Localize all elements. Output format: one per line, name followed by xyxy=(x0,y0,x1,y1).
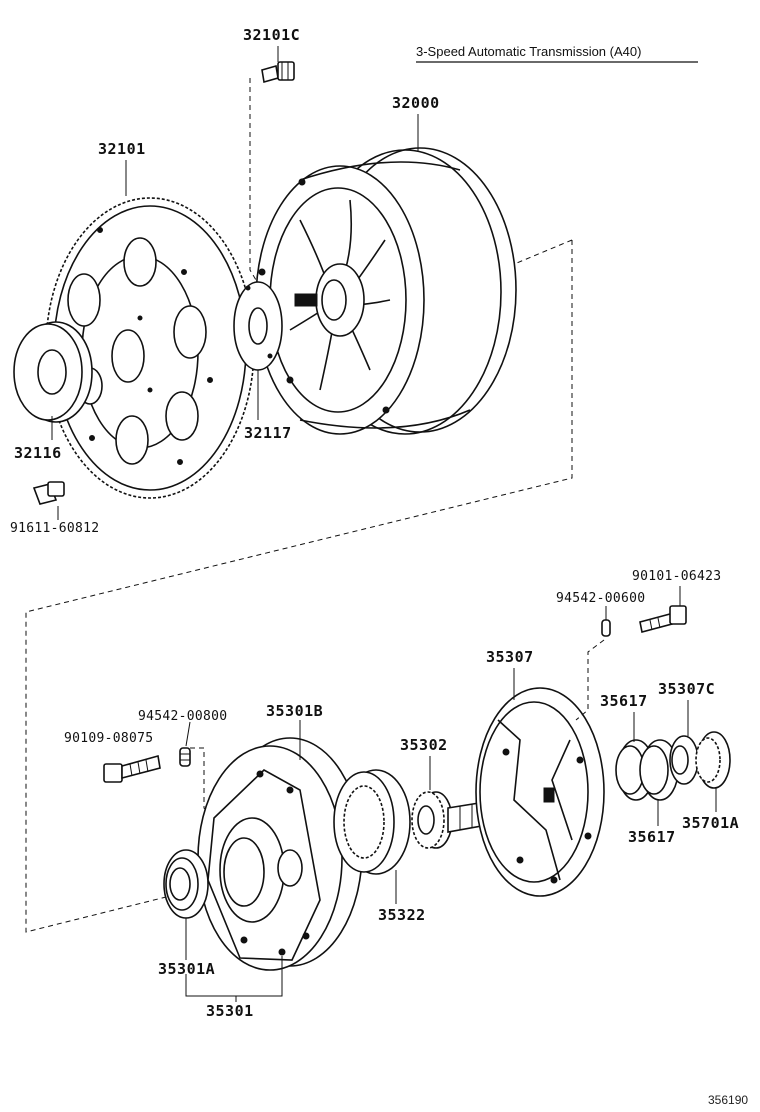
diagram-title: 3-Speed Automatic Transmission (A40) xyxy=(416,44,641,59)
label-35617-top: 35617 xyxy=(600,692,648,710)
drive-plate-32101 xyxy=(45,197,255,499)
label-32000: 32000 xyxy=(392,94,440,112)
ring-94542-00600-guide xyxy=(575,639,605,721)
ring-94542-00600 xyxy=(601,619,611,637)
leader-94542-00800 xyxy=(185,721,191,747)
label-94542-00800: 94542-00800 xyxy=(138,709,227,724)
drive-gear-35302 xyxy=(411,791,453,849)
figure-number: 356190 xyxy=(708,1093,748,1107)
label-32117: 32117 xyxy=(244,424,292,442)
leader-35301-bracket xyxy=(185,956,283,997)
label-35617-bottom: 35617 xyxy=(628,828,676,846)
label-35301b: 35301B xyxy=(266,702,323,720)
label-90101-06423: 90101-06423 xyxy=(632,569,721,584)
label-91611-60812: 91611-60812 xyxy=(10,521,99,536)
seal-ring-35617-b xyxy=(639,739,679,801)
oil-seal-35301a xyxy=(163,849,209,919)
plug-91611-60812 xyxy=(32,481,65,505)
ring-94542-00800 xyxy=(179,747,191,767)
label-90109-08075: 90109-08075 xyxy=(64,731,153,746)
label-35301a: 35301A xyxy=(158,960,215,978)
label-35701a: 35701A xyxy=(682,814,739,832)
label-35302: 35302 xyxy=(400,736,448,754)
driven-gear-35322 xyxy=(333,769,411,875)
bushing-35701a xyxy=(695,731,731,789)
bolt-32101c xyxy=(261,61,295,84)
torque-converter-32000 xyxy=(255,147,517,435)
label-35307c: 35307C xyxy=(658,680,715,698)
label-94542-00600: 94542-00600 xyxy=(556,591,645,606)
plate-32117 xyxy=(233,281,283,371)
bolt-90109-08075 xyxy=(103,754,161,783)
pump-body-35301b xyxy=(197,737,363,971)
ring-35307c xyxy=(669,735,699,785)
label-35301: 35301 xyxy=(206,1002,254,1020)
label-35307: 35307 xyxy=(486,648,534,666)
label-32116: 32116 xyxy=(14,444,62,462)
label-32101c: 32101C xyxy=(243,26,300,44)
spacer-32116 xyxy=(13,321,93,423)
label-35322: 35322 xyxy=(378,906,426,924)
label-32101: 32101 xyxy=(98,140,146,158)
stator-shaft-35307 xyxy=(447,687,605,897)
bolt-90101-06423 xyxy=(639,605,687,633)
